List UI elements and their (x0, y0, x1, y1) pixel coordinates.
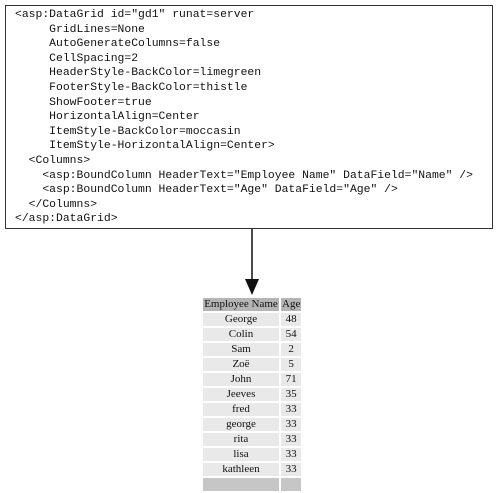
table-row: Colin 54 (203, 328, 302, 341)
down-arrow-icon (240, 229, 264, 295)
code-line: </Columns> (15, 198, 98, 211)
table-row: george 33 (203, 418, 302, 431)
age-cell: 48 (281, 313, 302, 326)
code-line: HorizontalAlign=Center (15, 111, 200, 124)
table-row: fred 33 (203, 403, 302, 416)
name-cell: John (203, 373, 279, 386)
name-cell: George (203, 313, 279, 326)
table-row: kathleen 33 (203, 463, 302, 476)
code-line: <asp:BoundColumn HeaderText="Age" DataFi… (15, 184, 398, 197)
name-cell: george (203, 418, 279, 431)
name-cell: kathleen (203, 463, 279, 476)
code-line: ItemStyle-BackColor=moccasin (15, 125, 241, 138)
age-cell: 33 (281, 403, 302, 416)
age-cell: 5 (281, 358, 302, 371)
table-row: Sam 2 (203, 343, 302, 356)
code-line: <asp:BoundColumn HeaderText="Employee Na… (15, 169, 473, 182)
code-line: HeaderStyle-BackColor=limegreen (15, 67, 262, 80)
code-line: GridLines=None (15, 23, 145, 36)
table-row: Jeeves 35 (203, 388, 302, 401)
age-cell: 33 (281, 433, 302, 446)
code-line: <Columns> (15, 154, 91, 167)
code-listing: <asp:DataGrid id="gd1" runat=server Grid… (5, 5, 493, 229)
grid-header-row: Employee Name Age (203, 298, 302, 311)
table-row: Zoë 5 (203, 358, 302, 371)
code-line: FooterStyle-BackColor=thistle (15, 81, 248, 94)
code-line: AutoGenerateColumns=false (15, 38, 221, 51)
code-line: <asp:DataGrid id="gd1" runat=server (15, 9, 255, 21)
name-cell: Zoë (203, 358, 279, 371)
age-cell: 33 (281, 418, 302, 431)
code-line: </asp:DataGrid> (15, 213, 118, 226)
employee-data-grid: Employee Name Age George 48 Colin 54 Sam… (201, 296, 303, 493)
table-row: lisa 33 (203, 448, 302, 461)
age-cell: 2 (281, 343, 302, 356)
name-cell: fred (203, 403, 279, 416)
name-cell: Colin (203, 328, 279, 341)
name-cell: Jeeves (203, 388, 279, 401)
footer-cell (203, 478, 279, 491)
age-cell: 33 (281, 463, 302, 476)
column-header-employee-name: Employee Name (203, 298, 279, 311)
column-header-age: Age (281, 298, 302, 311)
name-cell: lisa (203, 448, 279, 461)
age-cell: 33 (281, 448, 302, 461)
name-cell: rita (203, 433, 279, 446)
code-line: ShowFooter=true (15, 96, 152, 109)
age-cell: 71 (281, 373, 302, 386)
age-cell: 54 (281, 328, 302, 341)
code-line: CellSpacing=2 (15, 52, 139, 65)
grid-footer-row (203, 478, 302, 491)
footer-cell (281, 478, 302, 491)
table-row: John 71 (203, 373, 302, 386)
table-row: rita 33 (203, 433, 302, 446)
code-line: ItemStyle-HorizontalAlign=Center> (15, 140, 275, 153)
name-cell: Sam (203, 343, 279, 356)
table-row: George 48 (203, 313, 302, 326)
age-cell: 35 (281, 388, 302, 401)
